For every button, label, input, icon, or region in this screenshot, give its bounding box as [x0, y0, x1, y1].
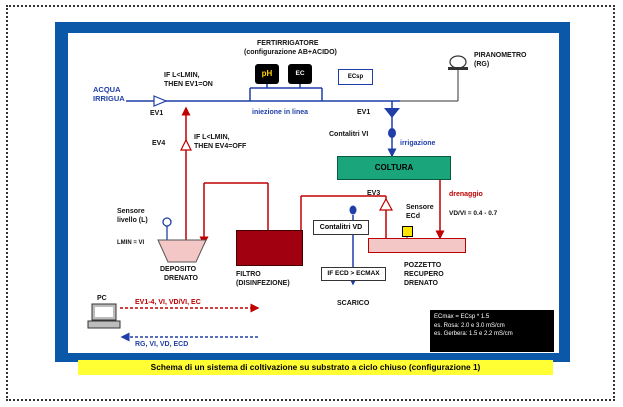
ph-controller: pH [255, 64, 279, 84]
acqua-irrigua-label-1: ACQUA [93, 85, 121, 94]
note-line-2: es. Rosa: 2.0 e 3.0 mS/cm [434, 322, 505, 329]
ecmax-note-box: ECmax = ECsp * 1.5 es. Rosa: 2.0 e 3.0 m… [430, 310, 554, 352]
pyranometer-dome [449, 55, 467, 69]
ec-controller: EC [288, 64, 312, 84]
outer-frame [6, 5, 615, 401]
pc-in-label: RG, VI, VD, ECD [135, 341, 189, 348]
note-line-1: ECmax = ECsp * 1.5 [434, 314, 490, 320]
deposito-label-1: DEPOSITO [160, 266, 197, 273]
diagram-caption: Schema di un sistema di coltivazione su … [78, 360, 553, 375]
fertirrigatore-title: FERTIRRIGATORE [257, 40, 319, 47]
ecd-sensor [402, 226, 413, 237]
sensore-ecd-label-2: ECd [406, 213, 420, 220]
drenaggio-label: drenaggio [449, 191, 483, 198]
pc-screen [95, 307, 113, 317]
contalitri-vd-meter [349, 205, 357, 215]
ph-label: pH [261, 69, 273, 78]
ev1-left-valve [153, 95, 168, 107]
ev4-valve [180, 138, 192, 151]
contalitri-vd-box: Contalitri VD [313, 220, 369, 235]
note-line-3: es. Gerbera: 1.5 e 2.2 mS/cm [434, 331, 513, 338]
rule-off-line2: THEN EV4=OFF [194, 143, 247, 150]
acqua-irrigua-label-2: IRRIGUA [93, 94, 125, 103]
ec-label: EC [295, 70, 305, 77]
rule-on-line2: THEN EV1=ON [164, 81, 213, 88]
pc-out-label: EV1-4, VI, VD/VI, EC [135, 299, 201, 306]
rule-off-line1: IF L<LMIN, [194, 134, 230, 141]
ev4-label: EV4 [152, 140, 166, 147]
filtro-label-2: (DISINFEZIONE) [236, 280, 290, 287]
pozzetto-label-1: POZZETTO [404, 262, 442, 269]
sensore-livello-label-1: Sensore [117, 208, 145, 215]
pozzetto-tank [368, 238, 466, 253]
ev3-label: EV3 [367, 190, 381, 197]
piranometro-label-2: (RG) [474, 61, 490, 68]
contalitri-vi-meter [388, 128, 396, 138]
fertirrigatore-config: (configurazione AB+ACIDO) [244, 49, 337, 56]
sensore-ecd-label-1: Sensore [406, 204, 434, 211]
filtro-label-1: FILTRO [236, 271, 261, 278]
pozzetto-label-2: RECUPERO [404, 271, 444, 278]
deposito-label-2: DRENATO [164, 275, 198, 282]
ev1-right-label: EV1 [357, 109, 371, 116]
level-sensor [162, 217, 172, 227]
ev1-left-label: EV1 [150, 110, 164, 117]
pc-label: PC [97, 295, 107, 302]
filtro-block [236, 230, 303, 266]
ev1-right-valve [384, 108, 400, 118]
ec-setpoint-tag: ECsp [338, 69, 373, 85]
vd-vi-ratio: VD/VI = 0.4 - 0.7 [449, 210, 498, 217]
if-ec-box: IF ECD > ECMAX [321, 267, 386, 281]
coltura-block: COLTURA [337, 156, 451, 180]
scarico-label: SCARICO [337, 300, 370, 307]
lmin-vi-label: LMIN = VI [117, 240, 145, 246]
sensore-livello-label-2: livello (L) [117, 217, 148, 224]
rule-on-line1: IF L<LMIN, [164, 72, 200, 79]
piranometro-label-1: PIRANOMETRO [474, 52, 527, 59]
diagram-canvas [68, 33, 559, 353]
pc-base [87, 320, 121, 329]
ev3-valve [378, 197, 394, 211]
iniezione-label: iniezione in linea [252, 109, 309, 116]
deposito-tank [157, 239, 207, 263]
pyranometer-base [448, 67, 468, 70]
irrigazione-label: irrigazione [400, 140, 436, 147]
contalitri-vi-label: Contalitri VI [329, 131, 369, 138]
pozzetto-label-3: DRENATO [404, 280, 438, 287]
